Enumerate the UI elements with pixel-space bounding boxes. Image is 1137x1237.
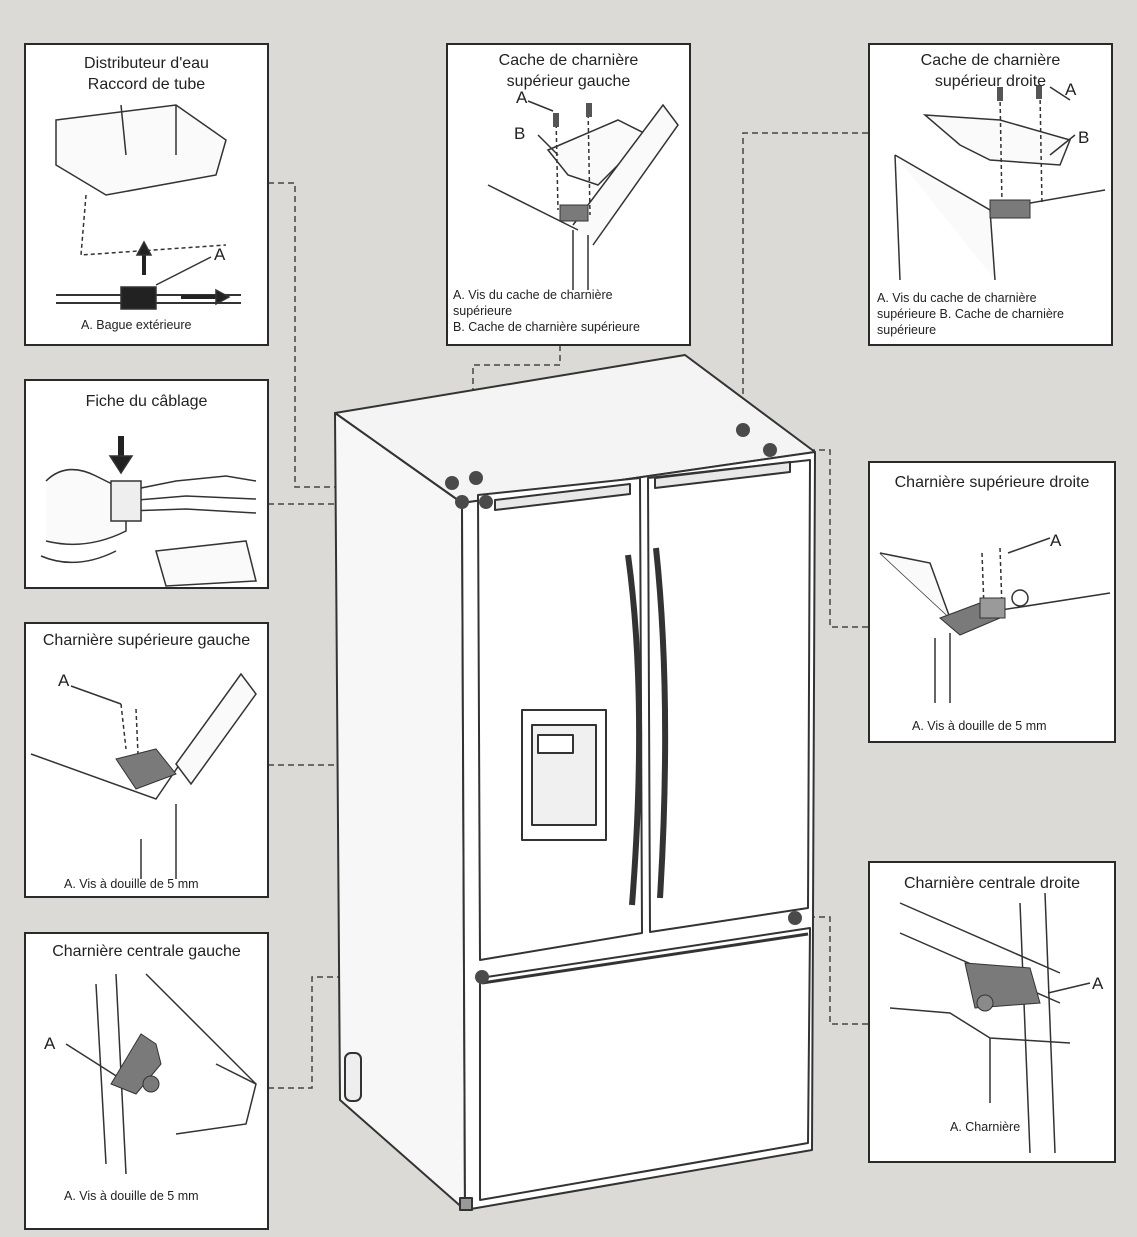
wiring-plug-illustration [40,436,257,587]
panel-title: Distributeur d'eau Raccord de tube [84,55,209,93]
panel-right-top-hinge: A Charnière supérieure droite A. Vis à d… [868,461,1116,743]
panel-title: Cache de charnière supérieur droite [920,52,1061,90]
right-top-hinge-label-a: A [1050,531,1062,550]
top-left-cover-label-a: A [516,88,528,107]
panel-water-dispenser: A Distributeur d'eau Raccord de tube A. … [24,43,269,346]
panel-caption: A. Vis du cache de charnière supérieure … [453,288,640,334]
right-center-hinge-label-a: A [1092,974,1104,993]
top-left-cover-label-b: B [514,124,525,143]
panel-title: Cache de charnière supérieur gauche [498,52,639,90]
panel-caption: A. Vis du cache de charnière supérieure … [877,291,1064,337]
panel-left-center-hinge: A Charnière centrale gauche A. Vis à dou… [24,932,269,1230]
panel-title: Charnière supérieure gauche [42,632,251,649]
panel-top-right-cover: A B Cache de charnière supérieur droite … [868,43,1113,346]
panel-left-top-hinge: A Charnière supérieure gauche A. Vis à d… [24,622,269,898]
panel-wiring-plug: Fiche du câblage [24,379,269,589]
panel-right-center-hinge: A Charnière centrale droite A. Charnière [868,861,1116,1163]
water-dispenser-label-a: A [214,245,226,264]
top-right-cover-label-a: A [1065,80,1077,99]
panel-caption: A. Vis à douille de 5 mm [912,719,1047,733]
panel-top-left-cover: A B Cache de charnière supérieur gauche … [446,43,691,346]
panel-caption: A. Vis à douille de 5 mm [64,877,199,891]
panel-title: Charnière centrale droite [903,875,1081,892]
right-center-hinge-illustration: A [889,892,1104,1154]
callout-dots [445,423,802,984]
panel-title: Charnière centrale gauche [52,943,241,960]
left-top-hinge-illustration: A [30,671,257,879]
top-right-cover-label-b: B [1078,128,1089,147]
panel-title: Charnière supérieure droite [894,474,1090,491]
right-top-hinge-illustration: A [879,531,1111,703]
left-top-hinge-label-a: A [58,671,70,690]
left-center-hinge-illustration: A [44,973,257,1175]
top-right-cover-illustration: A B [894,80,1106,281]
top-left-cover-illustration: A B [487,88,679,290]
water-dispenser-illustration: A [55,104,241,310]
panel-caption: A. Bague extérieure [81,318,192,332]
panel-title: Fiche du câblage [85,393,208,410]
panel-caption: A. Charnière [950,1120,1021,1134]
left-center-hinge-label-a: A [44,1034,56,1053]
refrigerator-body [334,354,816,1211]
panel-caption: A. Vis à douille de 5 mm [64,1189,199,1203]
